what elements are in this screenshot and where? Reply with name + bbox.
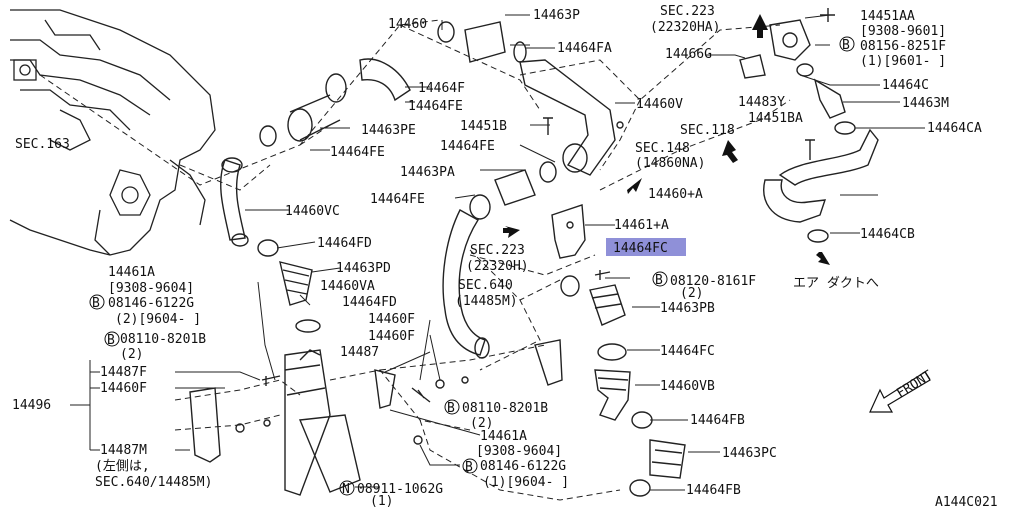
- part-label[interactable]: 14460VC: [285, 204, 340, 219]
- part-label[interactable]: 08110-8201B: [462, 401, 548, 416]
- part-label[interactable]: 14487: [340, 345, 379, 360]
- part-label[interactable]: 14464FE: [370, 192, 425, 207]
- note-text: (左側は,: [95, 459, 150, 474]
- part-label[interactable]: 14483Y: [738, 95, 785, 110]
- part-label[interactable]: 14463PE: [361, 123, 416, 138]
- section-reference[interactable]: SEC.223: [660, 4, 715, 19]
- part-label[interactable]: 14464CA: [927, 121, 982, 136]
- hose-drawings: [189, 8, 879, 497]
- part-label[interactable]: 14460V: [636, 97, 683, 112]
- dashed-frame-lines: [39, 19, 791, 501]
- part-label[interactable]: 14460F: [368, 329, 415, 344]
- note-text: SEC.640/14485M): [95, 475, 212, 490]
- part-label[interactable]: 14460VB: [660, 379, 715, 394]
- circled-b-marker: B: [655, 273, 663, 288]
- quantity-note: (2): [470, 416, 493, 431]
- quantity-note: (1)[9601- ]: [860, 54, 946, 69]
- part-label[interactable]: 08146-6122G: [480, 459, 566, 474]
- date-range-note: [9308-9604]: [476, 444, 562, 459]
- part-label[interactable]: 08120-8161F: [670, 274, 756, 289]
- part-label[interactable]: 14460+A: [648, 187, 703, 202]
- part-label[interactable]: 14464FA: [557, 41, 612, 56]
- part-label[interactable]: 14487F: [100, 365, 147, 380]
- part-label[interactable]: 14451BA: [748, 111, 803, 126]
- part-highlight: [606, 238, 686, 256]
- part-label[interactable]: 14464C: [882, 78, 929, 93]
- part-label[interactable]: 14461A: [480, 429, 527, 444]
- section-reference: (22320H): [466, 259, 529, 274]
- diagram-code: A144C021: [935, 495, 998, 510]
- circled-markers: [89, 36, 855, 496]
- engine-block-drawing: [9, 9, 216, 256]
- part-label[interactable]: 14460: [388, 17, 427, 32]
- circled-b-marker: B: [842, 38, 850, 53]
- circled-b-marker: B: [465, 460, 473, 475]
- circled-b-marker: B: [92, 296, 100, 311]
- highlighted-part-label[interactable]: 14464FC: [613, 241, 668, 256]
- part-label[interactable]: 08156-8251F: [860, 39, 946, 54]
- direction-arrows: [503, 14, 830, 265]
- part-label[interactable]: 14461A: [108, 265, 155, 280]
- front-arrow-icon: [869, 371, 931, 413]
- leader-lines: [70, 14, 925, 491]
- part-label[interactable]: 14464CB: [860, 227, 915, 242]
- air-duct-note: エア ダクトへ: [793, 276, 879, 291]
- section-reference[interactable]: SEC.148: [635, 141, 690, 156]
- part-label[interactable]: 14451AA: [860, 9, 915, 24]
- section-reference[interactable]: SEC.118: [680, 123, 735, 138]
- section-reference[interactable]: SEC.163: [15, 137, 70, 152]
- part-label[interactable]: 14463P: [533, 8, 580, 23]
- quantity-note: (2)[9604- ]: [115, 312, 201, 327]
- part-label[interactable]: 14464FC: [660, 344, 715, 359]
- part-label[interactable]: 14460VA: [320, 279, 375, 294]
- section-reference[interactable]: SEC.640: [458, 278, 513, 293]
- part-label[interactable]: 08146-6122G: [108, 296, 194, 311]
- part-label[interactable]: 14464FB: [690, 413, 745, 428]
- quantity-note: (2): [120, 347, 143, 362]
- circled-b-marker: B: [447, 401, 455, 416]
- front-label: FRONT: [894, 368, 935, 402]
- section-reference: (14485M): [455, 294, 518, 309]
- part-label[interactable]: 14463PA: [400, 165, 455, 180]
- part-label[interactable]: 14460F: [100, 381, 147, 396]
- part-label[interactable]: 14461+A: [614, 218, 669, 233]
- section-reference: (14860NA): [635, 156, 705, 171]
- quantity-note: (2): [680, 286, 703, 301]
- date-range-note: [9308-9601]: [860, 24, 946, 39]
- part-label[interactable]: 14496: [12, 398, 51, 413]
- part-label[interactable]: 14463PC: [722, 446, 777, 461]
- part-label[interactable]: 14460F: [368, 312, 415, 327]
- quantity-note: (1)[9604- ]: [483, 475, 569, 490]
- part-label[interactable]: 14451B: [460, 119, 507, 134]
- section-reference: (22320HA): [650, 20, 720, 35]
- part-label[interactable]: 14464FE: [440, 139, 495, 154]
- part-label[interactable]: 08911-1062G: [357, 482, 443, 497]
- part-label[interactable]: 14463PB: [660, 301, 715, 316]
- part-label[interactable]: 14464FE: [330, 145, 385, 160]
- circled-b-marker: B: [107, 333, 115, 348]
- part-label[interactable]: 14464F: [418, 81, 465, 96]
- part-label[interactable]: 14487M: [100, 443, 147, 458]
- part-label[interactable]: 14464FD: [342, 295, 397, 310]
- part-label[interactable]: 14463M: [902, 96, 949, 111]
- part-labels: 14460 14463P 14464FA SEC.223 (22320HA) 1…: [12, 4, 998, 510]
- circled-n-marker: N: [342, 482, 350, 497]
- part-label[interactable]: 14464FE: [408, 99, 463, 114]
- part-label[interactable]: 14464FB: [686, 483, 741, 498]
- section-reference[interactable]: SEC.223: [470, 243, 525, 258]
- part-label[interactable]: 14466G: [665, 47, 712, 62]
- date-range-note: [9308-9604]: [108, 281, 194, 296]
- part-label[interactable]: 14464FD: [317, 236, 372, 251]
- part-label[interactable]: 08110-8201B: [120, 332, 206, 347]
- part-label[interactable]: 14463PD: [336, 261, 391, 276]
- quantity-note: (1): [370, 494, 393, 509]
